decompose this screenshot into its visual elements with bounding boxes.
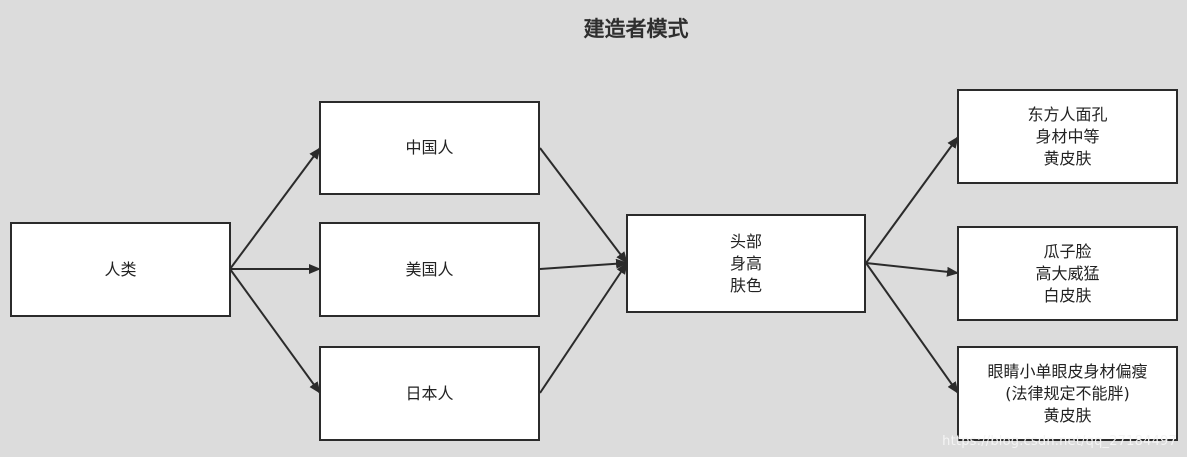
node-human-label: 人类 xyxy=(104,259,137,279)
arrow-attributes-to-result-japanese xyxy=(865,262,959,394)
node-japanese: 日本人 xyxy=(319,346,540,441)
arrow-japanese-to-attributes xyxy=(539,262,628,394)
node-result-american-line-2: 高大威猛 xyxy=(1035,263,1100,283)
node-japanese-label: 日本人 xyxy=(405,383,454,403)
node-result-chinese: 东方人面孔 身材中等 黄皮肤 xyxy=(957,89,1178,184)
node-result-chinese-line-3: 黄皮肤 xyxy=(1043,148,1092,168)
arrow-human-to-chinese xyxy=(229,147,321,270)
node-chinese-label: 中国人 xyxy=(405,138,454,157)
node-american: 美国人 xyxy=(319,222,540,317)
diagram-title: 建造者模式 xyxy=(583,17,689,41)
node-attributes: 头部 身高 肤色 xyxy=(626,214,866,313)
node-result-american: 瓜子脸 高大威猛 白皮肤 xyxy=(957,226,1178,321)
arrow-american-to-attributes xyxy=(539,258,628,270)
node-result-american-line-3: 白皮肤 xyxy=(1043,285,1092,305)
node-result-japanese-line-3: 黄皮肤 xyxy=(1043,405,1092,425)
node-attributes-line-2: 身高 xyxy=(729,253,762,273)
watermark-text: https://blog.csdn.net/qq_27184497 xyxy=(942,434,1177,449)
arrow-attributes-to-result-chinese xyxy=(865,136,959,264)
node-attributes-line-1: 头部 xyxy=(729,231,762,251)
arrow-chinese-to-attributes xyxy=(539,147,628,264)
node-result-japanese-line-2: (法律规定不能胖) xyxy=(1005,383,1130,403)
arrow-attributes-to-result-american xyxy=(865,262,959,277)
node-result-japanese-line-1: 眼睛小单眼皮身材偏瘦 xyxy=(987,361,1148,381)
node-attributes-line-3: 肤色 xyxy=(729,275,762,295)
node-human: 人类 xyxy=(10,222,231,317)
node-chinese: 中国人 xyxy=(319,101,540,195)
arrow-human-to-japanese xyxy=(229,268,321,394)
node-result-chinese-line-1: 东方人面孔 xyxy=(1027,104,1108,124)
node-result-japanese: 眼睛小单眼皮身材偏瘦 (法律规定不能胖) 黄皮肤 xyxy=(957,346,1178,441)
node-american-label: 美国人 xyxy=(405,259,454,279)
node-result-american-line-1: 瓜子脸 xyxy=(1043,241,1092,261)
node-result-chinese-line-2: 身材中等 xyxy=(1035,126,1100,146)
